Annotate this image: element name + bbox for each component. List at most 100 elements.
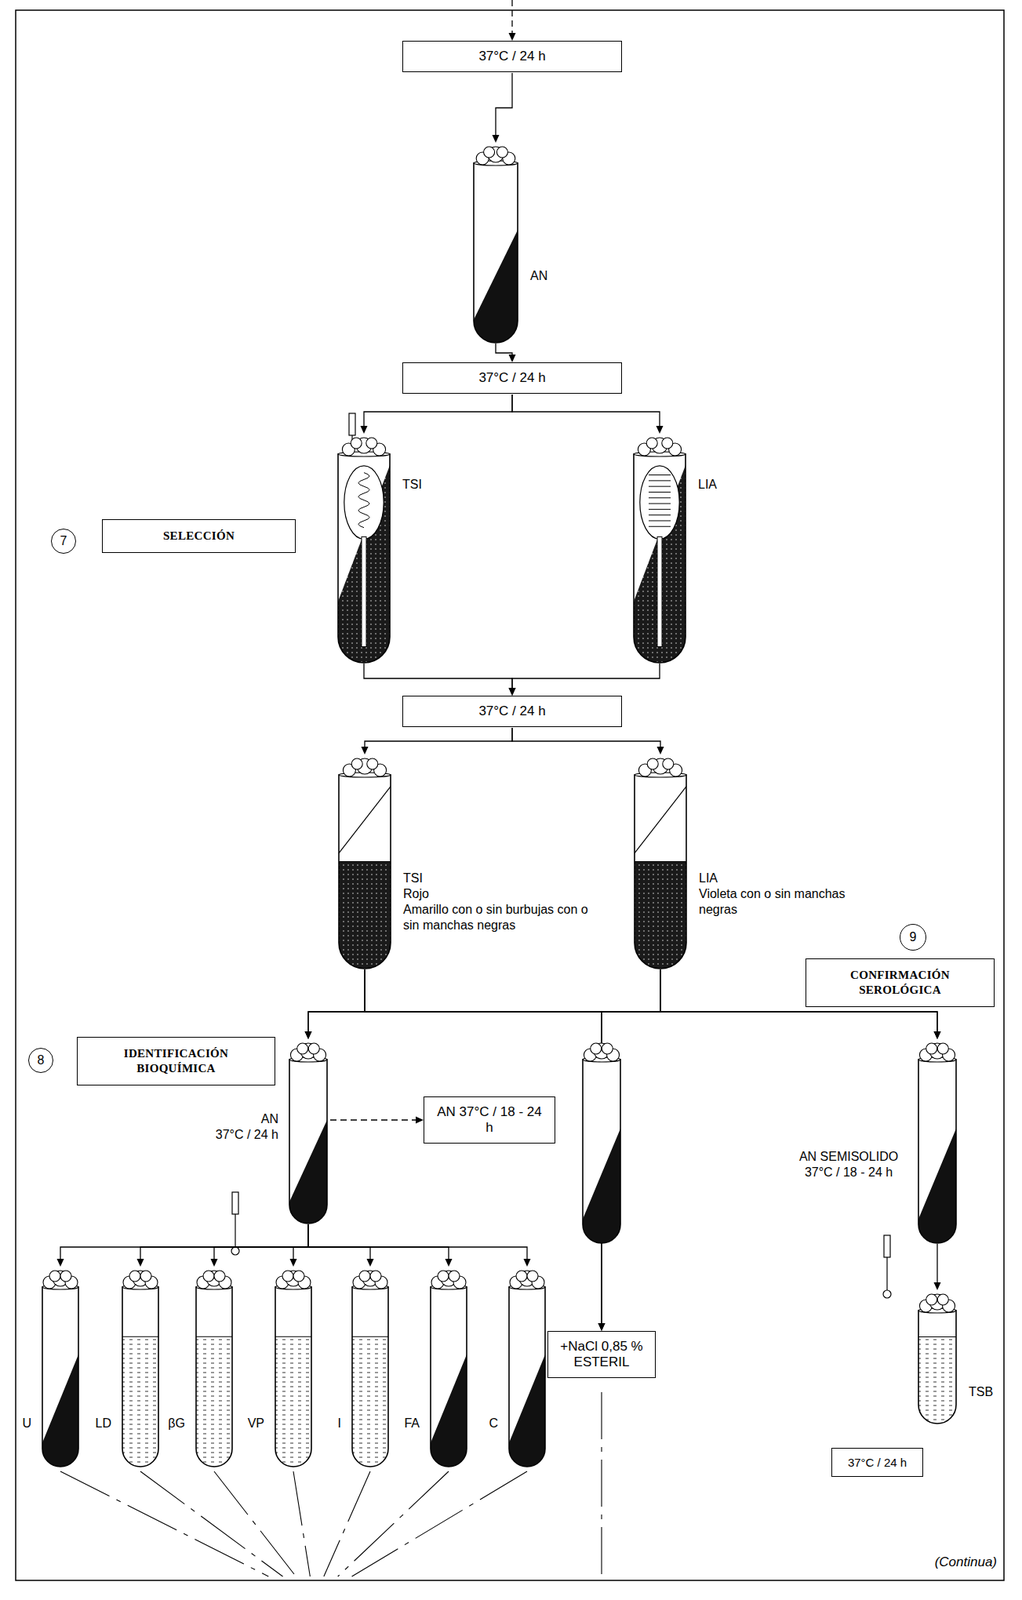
box-text: SELECCIÓN [163,528,235,544]
drawing-stroke [648,526,671,528]
tube-label: AN SEMISOLIDO 37°C / 18 - 24 h [789,1149,908,1181]
tube-name: βG [153,1415,186,1432]
test-tube: TSIRojoAmarillo con o sin burbujas con o… [337,754,393,969]
drawing-stroke [40,1350,81,1467]
flow-connector [308,1224,375,1267]
drawing-stroke [350,1336,390,1467]
drawing-stroke [648,491,671,493]
flow-connector [210,1224,310,1267]
drawing-stroke [194,1336,234,1467]
drawing-stroke [336,461,392,663]
cotton-plug [370,1270,382,1282]
tube-name: FA [388,1415,420,1432]
connector-line [308,1224,528,1261]
flow-connector [308,1224,453,1267]
step-heading-box: IDENTIFICACIÓN BIOQUÍMICA [76,1036,276,1086]
connector-line [330,1119,418,1121]
tube-medium [632,784,688,969]
cotton-plug [926,1294,938,1306]
test-tube-drawing [916,1039,958,1244]
pipette-handle [232,1192,239,1215]
step-heading-box: CONFIRMACIÓN SEROLÓGICA [805,958,995,1008]
tube-name: AN [192,1111,279,1128]
cotton-plug [662,758,674,770]
flow-connector [512,394,664,434]
test-tube-drawing [287,1039,329,1224]
connector-line [214,1224,309,1261]
drawing-stroke [648,486,671,488]
flow-connector [492,72,513,143]
tube-outline [918,1059,957,1244]
connector-line [308,969,365,1033]
flow-connector [361,727,513,755]
test-tube: I [350,1266,390,1467]
flow-connector [934,1243,942,1291]
test-tube: LD [120,1266,161,1467]
box-text: +NaCl 0,85 % ESTERIL [557,1338,646,1371]
incubation-box: 37°C / 24 h [831,1447,924,1477]
cotton-plug [308,1043,320,1055]
tube-medium [287,1116,329,1224]
cotton-plug [646,437,658,449]
flow-connector [305,969,366,1040]
tube-label: VP [232,1415,265,1432]
flow-connector [308,1224,532,1267]
drawing-stroke [632,861,688,970]
test-tube-drawing [507,1266,547,1467]
drawing-stroke [640,465,680,539]
drawing-stroke [337,861,393,862]
tube-outline [582,1059,621,1244]
cotton-plug [282,1270,294,1282]
drawing-stroke [120,1336,161,1467]
test-tube-drawing [337,754,393,969]
drawing-stroke [648,497,671,499]
continuation-line [352,1471,528,1577]
incubation-box: 37°C / 24 h [402,40,622,73]
tube-name: VP [232,1415,265,1432]
test-tube-drawing [429,1266,469,1467]
box-text: CONFIRMACIÓN SEROLÓGICA [833,967,968,998]
tube-outline [918,1310,957,1424]
tube-outline [509,1287,546,1467]
tube-name: LIA [698,476,746,493]
drawing-stroke [632,784,688,855]
connector-line [512,394,660,428]
tube-note: Violeta con o sin manchas negras [698,886,856,918]
connector-line [363,663,513,690]
drawing-stroke [648,474,671,476]
tube-name: TSI [403,870,592,887]
test-tube: βG [194,1266,234,1467]
drawing-stroke [648,514,671,516]
tube-label: TSI [402,476,450,493]
tube-note: 37°C / 24 h [192,1127,279,1143]
pipette-wire [886,1257,888,1291]
drawing-stroke [194,1336,234,1338]
tube-medium [350,1336,390,1467]
tube-medium [40,1350,81,1467]
tube-note: Amarillo con o sin burbujas con o sin ma… [403,901,592,934]
tube-outline [122,1287,159,1467]
box-text: IDENTIFICACIÓN BIOQUÍMICA [105,1046,248,1077]
tube-outline [196,1287,233,1467]
tube-label: AN [530,268,578,284]
continuation-line [140,1471,284,1577]
drawing-stroke [273,1336,313,1467]
flow-connector [360,394,513,434]
connector-line [140,1224,309,1261]
test-tube: TSB [916,1290,958,1424]
tube-label: TSIRojoAmarillo con o sin burbujas con o… [403,870,592,934]
cotton-plug [516,1270,528,1282]
test-tube-drawing [581,1039,622,1244]
tube-medium [581,1124,622,1244]
cotton-plug [926,1043,938,1055]
drawing-stroke [337,861,393,970]
flow-connector [57,1224,310,1267]
tube-outline [633,454,686,663]
continuation-line [600,1392,602,1579]
drawing-stroke [361,536,367,647]
continuation-line [323,1471,371,1577]
tube-outline [634,774,687,969]
test-tube-drawing [120,1266,161,1467]
tube-outline [430,1287,467,1467]
continuation-line [60,1471,269,1577]
